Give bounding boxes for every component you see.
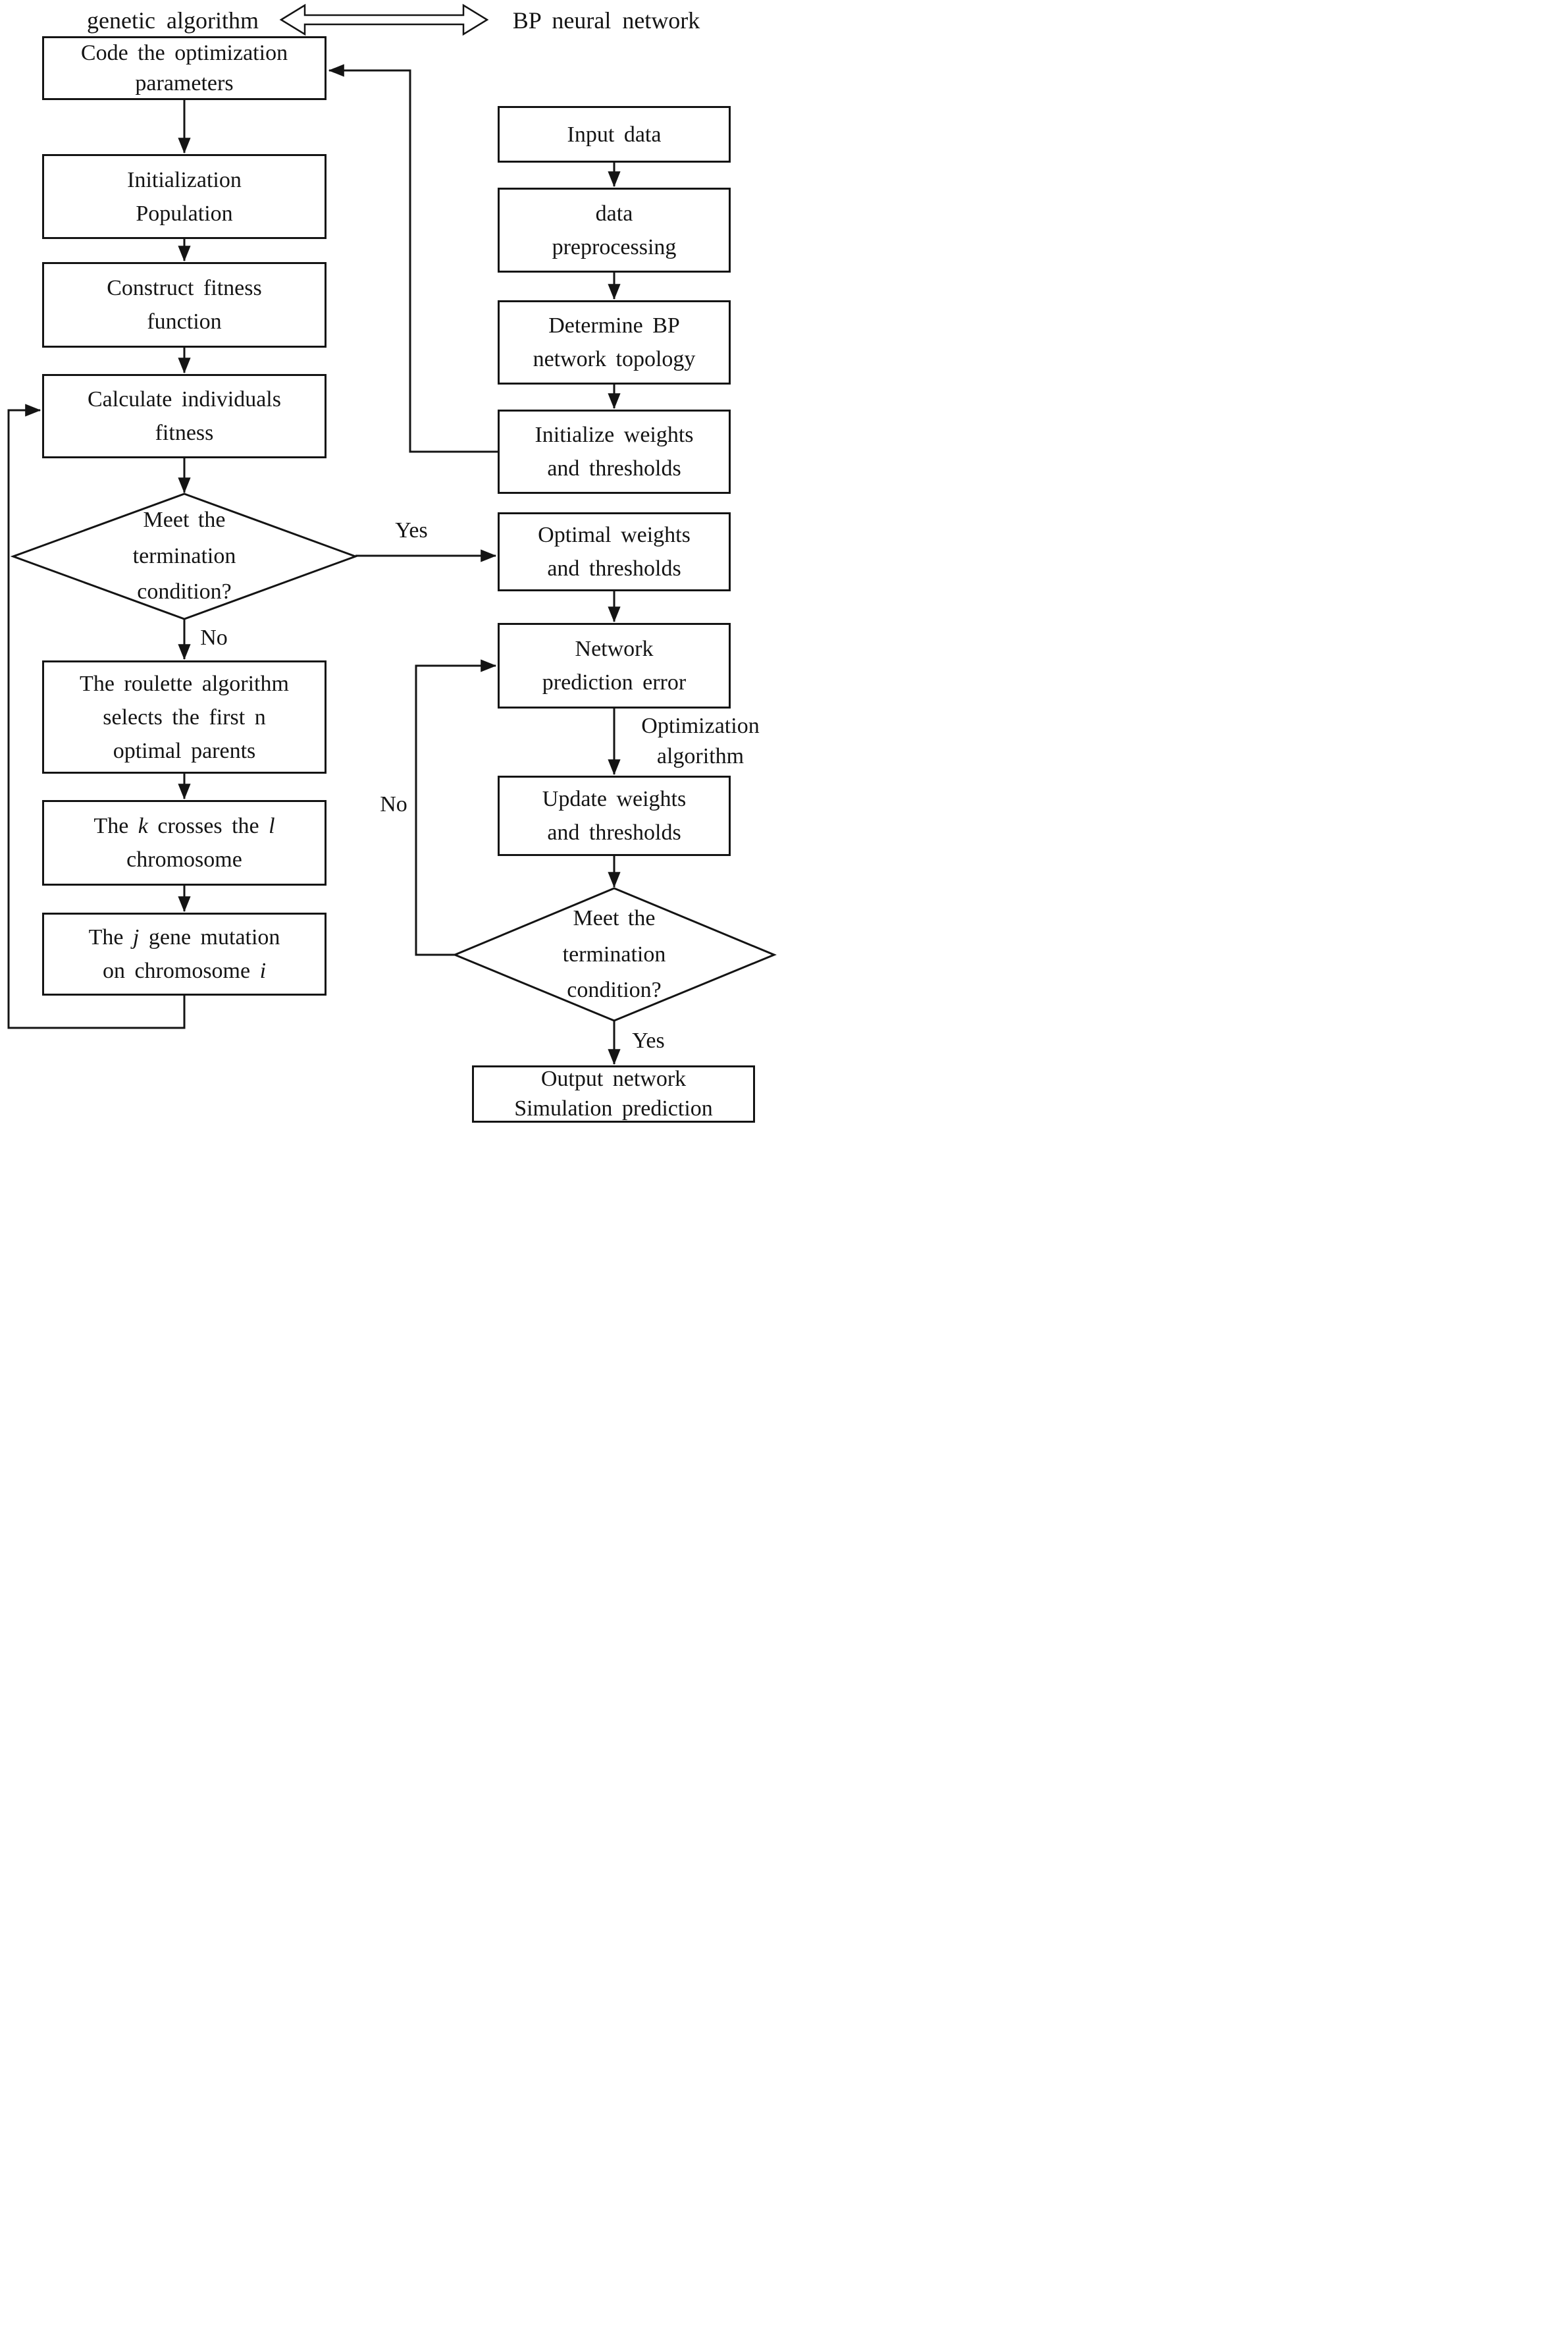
flowchart-ga-bp: genetic algorithm BP neural network Code… [0,0,784,1166]
ga-yes-label: Yes [395,518,428,543]
text-segment: The [88,925,133,950]
ga-box-construct-fitness-function: Construct fitness function [42,262,327,348]
box-line: function [147,309,222,334]
box-line: Initialization [127,167,242,192]
bp-optimization-algorithm-label: Optimization algorithm [627,711,774,772]
loop-mutation-to-calc [7,404,186,1029]
box-line: Simulation prediction [514,1096,713,1121]
bp-box-input-data: Input data [498,106,731,163]
bp-box-data-preprocessing: data preprocessing [498,188,731,273]
decision-line: termination [132,543,236,568]
box-line: selects the first n [103,705,266,730]
text-segment: gene mutation [139,925,280,950]
box-line: network topology [533,347,696,371]
text-segment: crosses the [147,814,269,838]
box-line: fitness [155,421,214,445]
ga-box-roulette-selection: The roulette algorithm selects the first… [42,660,327,774]
box-line: Optimal weights [538,523,691,547]
label-line: algorithm [656,743,745,768]
text-segment: l [269,814,275,838]
header-bp-neural-network: BP neural network [512,7,700,34]
ga-decision-diamond [10,493,359,620]
bp-box-network-prediction-error: Network prediction error [498,623,731,709]
bp-no-label: No [380,792,407,817]
box-line: chromosome [126,847,242,872]
box-line: and thresholds [547,820,681,845]
link-initweights-to-code [328,64,498,453]
box-line: Population [136,201,233,226]
box-line: The roulette algorithm [80,671,289,696]
text-segment: j [132,925,140,950]
ga-box-initialization-population: Initialization Population [42,154,327,239]
box-line: Construct fitness [107,276,262,300]
decision-line: Meet the [573,906,656,931]
ga-box-code-optimization-parameters: Code the optimization parameters [42,36,327,100]
box-line: Update weights [542,787,687,811]
box-line: and thresholds [547,556,681,581]
text-segment: i [259,959,267,983]
bp-box-network-topology: Determine BP network topology [498,300,731,385]
box-line: parameters [135,70,234,95]
decision-line: Meet the [143,508,226,533]
box-line: optimal parents [113,738,256,763]
bp-decision-text: Meet the termination condition? [515,898,713,1012]
header-genetic-algorithm: genetic algorithm [87,7,259,34]
box-line: The k crosses the l [93,809,274,843]
bp-box-initialize-weights: Initialize weights and thresholds [498,410,731,494]
loop-decision-no-to-neterror [415,659,497,956]
bp-box-output-simulation-prediction: Output network Simulation prediction [472,1065,755,1123]
decision-line: termination [562,942,666,967]
box-line: and thresholds [547,456,681,481]
double-arrow-icon [279,3,489,36]
box-line: Output network [540,1067,687,1092]
ga-decision-text: Meet the termination condition? [72,503,296,610]
box-line: Network [575,637,654,661]
box-line: Determine BP [548,313,680,338]
label-line: Optimization [641,714,760,738]
text-segment: The [93,814,138,838]
box-line: Input data [567,122,662,147]
box-line: Code the optimization [80,40,288,65]
bp-box-optimal-weights: Optimal weights and thresholds [498,512,731,591]
bp-box-update-weights: Update weights and thresholds [498,776,731,856]
decision-line: condition? [567,978,662,1003]
bp-decision-diamond [452,887,777,1022]
text-segment: on chromosome [102,959,260,983]
ga-box-calculate-individuals-fitness: Calculate individuals fitness [42,374,327,458]
ga-no-label: No [200,626,228,650]
box-line: data [595,201,633,226]
box-line: The j gene mutation [89,921,280,954]
box-line: Calculate individuals [88,387,281,412]
box-line: preprocessing [552,234,677,259]
box-line: on chromosome i [103,954,266,988]
flow-connectors [7,3,777,1065]
ga-box-gene-mutation: The j gene mutation on chromosome i [42,913,327,996]
bp-yes-label: Yes [632,1029,665,1053]
ga-box-crossover: The k crosses the l chromosome [42,800,327,886]
box-line: Initialize weights [535,423,694,447]
decision-line: condition? [137,579,232,604]
text-segment: k [138,814,148,838]
box-line: prediction error [542,670,687,695]
